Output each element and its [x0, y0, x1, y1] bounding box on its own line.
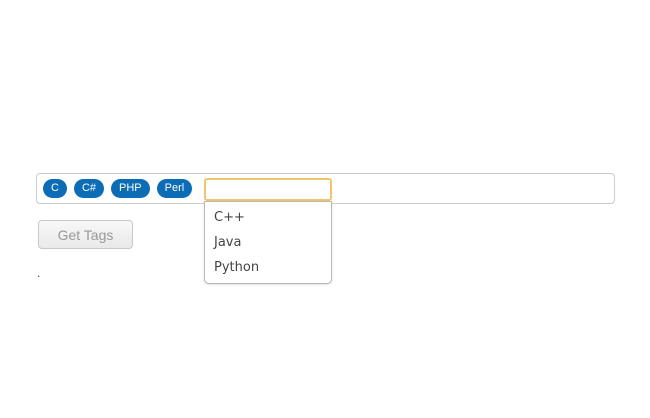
autocomplete-option-python[interactable]: Python — [214, 260, 260, 275]
tag-pill-csharp[interactable]: C# — [73, 179, 105, 198]
tag-pill-c[interactable]: C — [43, 179, 67, 198]
stray-period: . — [37, 266, 41, 280]
tag-list: C C# PHP Perl — [37, 174, 614, 198]
new-tag-input[interactable] — [204, 178, 332, 201]
get-tags-button[interactable]: Get Tags — [38, 220, 133, 249]
autocomplete-option-java[interactable]: Java — [214, 235, 242, 250]
autocomplete-option-cpp[interactable]: C++ — [214, 210, 245, 225]
tag-pill-perl[interactable]: Perl — [156, 179, 193, 198]
autocomplete-dropdown: C++ Java Python — [204, 201, 332, 284]
tag-pill-php[interactable]: PHP — [111, 179, 150, 198]
